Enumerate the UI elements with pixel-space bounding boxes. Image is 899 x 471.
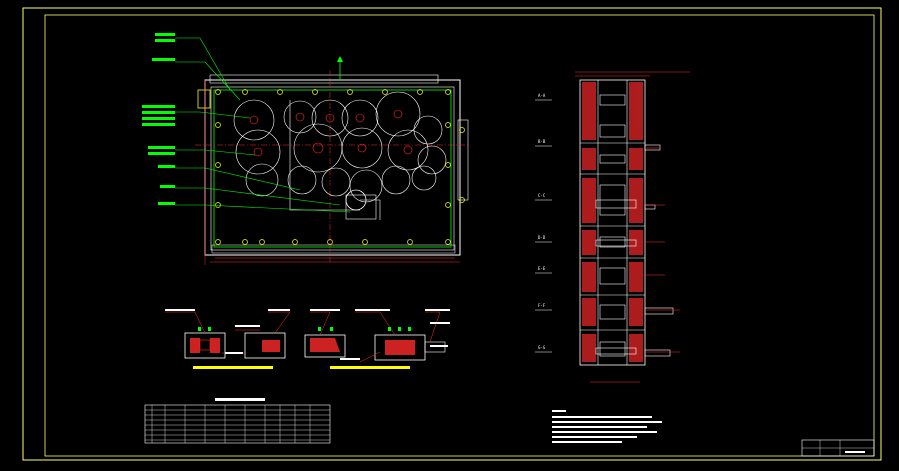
detail-4-hatch [385,340,415,355]
gear-circle [233,99,275,141]
detail-3-block [304,334,346,358]
bottom-rail [211,244,456,254]
hub [253,147,263,157]
hub [393,109,403,119]
detail-1-hatch [210,338,220,353]
section-outline [579,79,646,366]
plan-view [142,33,470,265]
section-mark-label: B-B [538,139,546,144]
gear-circle [283,100,317,134]
callout-tags [142,33,175,205]
hub [357,143,367,153]
detail-2-hatch [262,340,280,352]
left-boss [197,89,211,109]
table-frame [144,404,331,444]
table-title-bar [215,398,265,401]
inner-frame [44,14,875,457]
gear-circle [417,145,447,175]
gear-circle [341,127,383,169]
hub [355,113,365,123]
gear-circle [413,115,443,145]
gear-circle [341,99,379,137]
section-column [535,71,690,383]
plate-inner-outline [210,86,455,251]
hatch-blocks [582,82,643,362]
hub [249,115,259,125]
plate-flange [209,74,439,84]
detail-captions [193,366,410,369]
section-mark-label: C-C [538,193,546,198]
hub [403,145,413,155]
plate-outline [204,79,461,256]
gear-circle [411,165,437,191]
section-mark-label: F-F [538,303,546,308]
section-separators [580,142,645,331]
gear-circle [387,129,429,171]
table-grid [145,405,330,443]
gear-circle [287,165,317,195]
hub [312,142,324,154]
section-mark-label: G-G [538,345,546,350]
title-block [801,439,875,457]
cooling-path [289,100,381,220]
gear-circle [375,91,421,137]
gear-circle [321,167,351,197]
hub [295,112,305,122]
detail-2-block [244,332,286,359]
leader-lines [175,37,351,213]
section-extensions [644,144,674,357]
section-markers [645,147,680,353]
gear-circle [381,165,411,195]
section-mark-label: A-A [538,93,546,98]
right-tab [457,119,469,201]
detail-1-core [199,339,211,351]
bolt-holes [215,89,465,245]
tech-notes [552,410,662,443]
gear-circle [235,129,281,175]
section-mark-label: D-D [538,235,546,240]
detail-views [165,309,450,369]
section-mark-label: E-E [538,266,546,271]
gear-circle [245,163,279,197]
detail-dims [198,327,411,331]
section-mark-ticks [535,99,552,353]
hub [325,113,335,123]
detail-1-hatch [190,338,200,353]
outer-frame [22,7,882,461]
arrow-top-head [337,56,343,62]
detail-tags [165,309,450,360]
detail-3-hatch [310,338,340,352]
gear-circle [311,99,349,137]
cooling-channel [213,89,452,248]
valve-box [345,194,377,220]
parts-table [144,398,331,444]
section-inserts [595,94,637,357]
